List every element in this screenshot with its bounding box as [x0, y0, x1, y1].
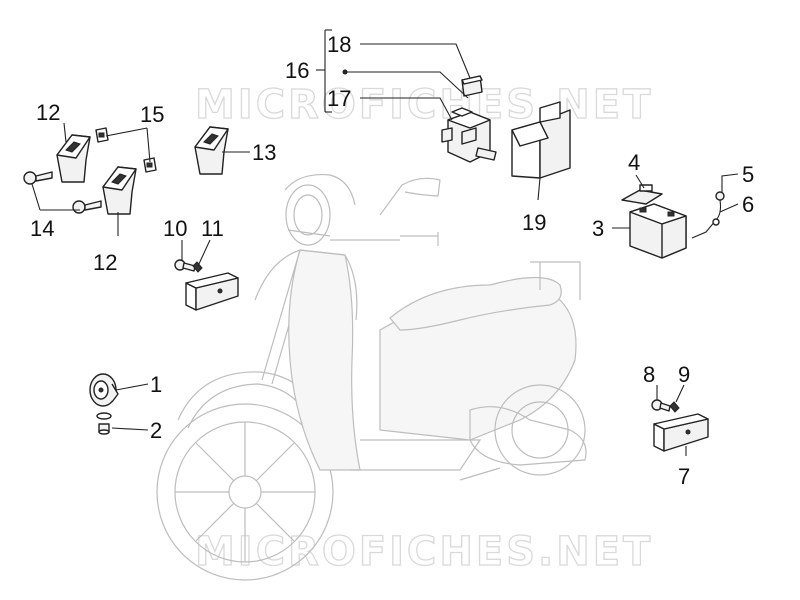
screw-icon — [23, 171, 102, 214]
callout-12-upper: 12 — [36, 100, 60, 125]
relay-bracket-icon — [511, 101, 571, 179]
callout-14: 14 — [30, 216, 54, 241]
callout-7: 7 — [678, 464, 690, 489]
callout-8: 8 — [643, 362, 655, 387]
leader-lines — [31, 29, 739, 456]
watermark-top: MICROFICHES.NET — [195, 82, 653, 128]
leader-dot — [342, 69, 348, 75]
battery-strap-icon — [621, 184, 663, 205]
callout-5: 5 — [742, 162, 754, 187]
battery-icon — [629, 203, 687, 259]
callout-labels: 1 2 3 4 5 6 7 8 9 10 11 12 12 13 14 15 1… — [30, 32, 754, 489]
callout-10: 10 — [163, 216, 187, 241]
callout-3: 3 — [592, 216, 604, 241]
callout-15: 15 — [140, 102, 164, 127]
mounting-bracket-icon-2 — [651, 399, 709, 452]
rubber-holder-icon — [56, 134, 91, 183]
ground-cable-icon — [691, 191, 725, 239]
fuse-icon — [461, 75, 483, 97]
rubber-holder-icon-2 — [102, 166, 137, 215]
watermark-bottom: MICROFICHES.NET — [195, 529, 653, 575]
callout-9: 9 — [678, 362, 690, 387]
callout-1: 1 — [150, 372, 162, 397]
callout-6: 6 — [742, 192, 754, 217]
callout-17: 17 — [327, 86, 351, 111]
callout-11: 11 — [201, 216, 224, 241]
callout-4: 4 — [628, 150, 640, 175]
relay-icon — [441, 107, 497, 163]
horn-icon — [89, 373, 119, 407]
callout-2: 2 — [150, 418, 162, 443]
callout-19: 19 — [522, 210, 546, 235]
callout-12-lower: 12 — [93, 250, 117, 275]
callout-18: 18 — [327, 32, 351, 57]
washer-nut-icon — [96, 412, 112, 435]
callout-16: 16 — [285, 58, 309, 83]
callout-13: 13 — [252, 140, 276, 165]
clip-nut-icon — [95, 127, 157, 173]
scooter-outline-icon — [156, 173, 587, 581]
rubber-holder-icon-3 — [194, 126, 229, 175]
mounting-bracket-icon — [174, 259, 239, 311]
